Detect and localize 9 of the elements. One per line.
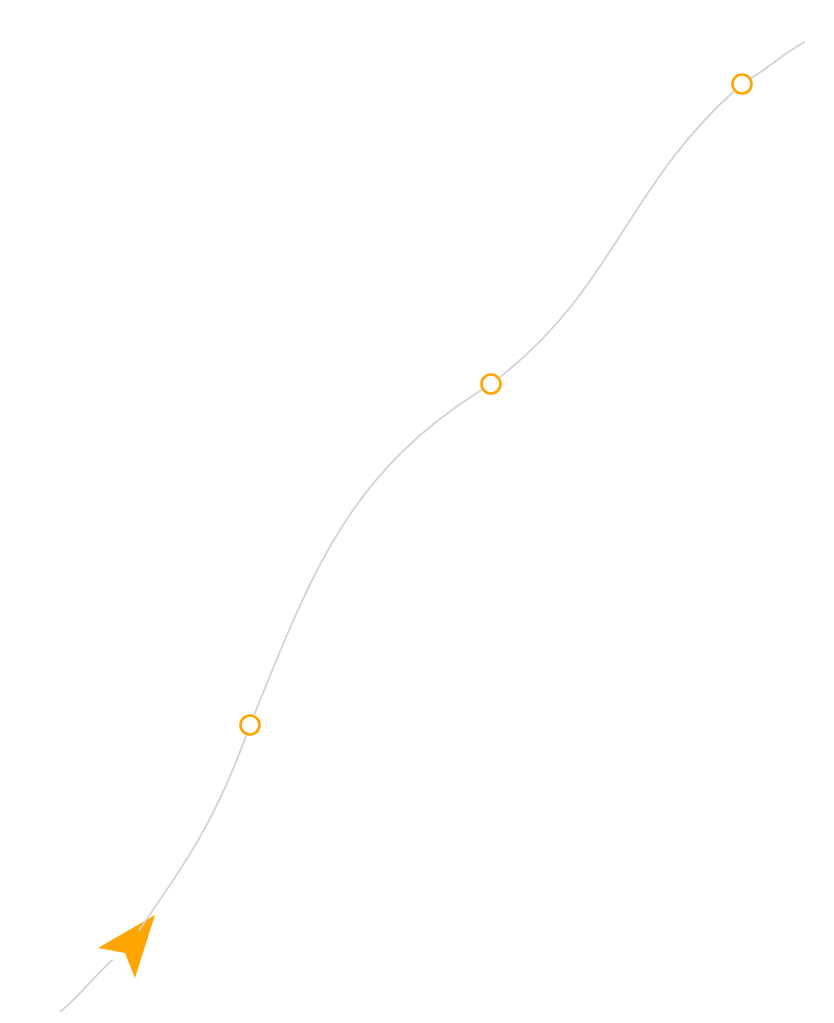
waypoint-circle xyxy=(239,714,261,736)
trail-line xyxy=(750,41,806,80)
trail-line xyxy=(137,734,248,932)
trail-line xyxy=(253,388,483,716)
trail-line xyxy=(498,90,735,379)
trail-line xyxy=(59,958,114,1013)
waypoint-circle xyxy=(480,373,502,395)
waypoint-circle xyxy=(731,73,753,95)
navigation-arrow-icon xyxy=(98,915,155,978)
